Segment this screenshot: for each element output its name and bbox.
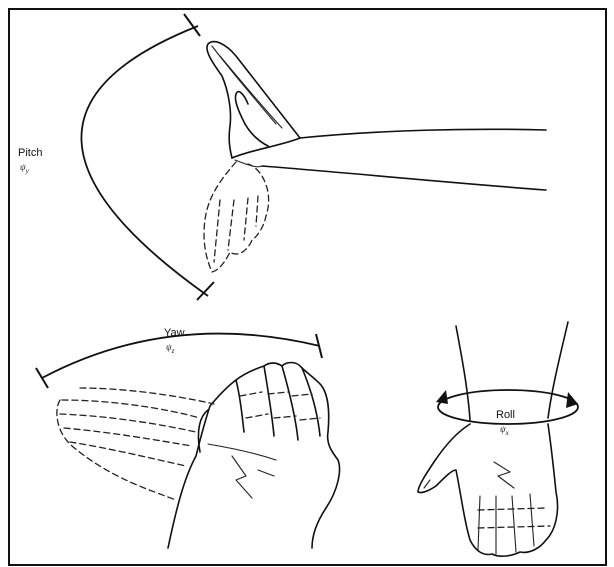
yaw-symbol-subscript: z [171, 347, 175, 355]
roll-label: Roll [496, 409, 515, 421]
figure-border [9, 9, 606, 565]
yaw-label: Yaw [164, 327, 185, 339]
pitch-label: Pitch [18, 147, 42, 159]
